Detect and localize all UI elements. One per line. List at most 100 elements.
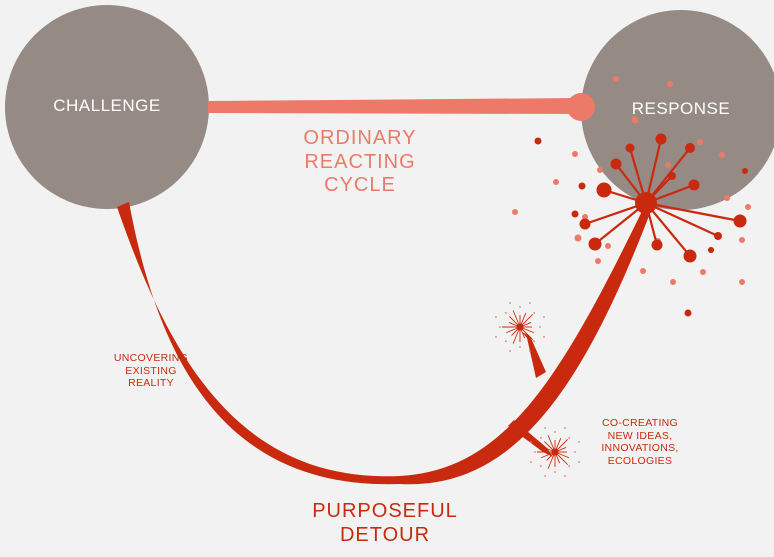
small-idea-burst-upper: [495, 302, 545, 352]
purposeful-detour-line: PURPOSEFUL: [312, 500, 458, 522]
red-dot: [571, 210, 579, 218]
burst-core: [551, 448, 559, 456]
salmon-dot: [724, 195, 730, 201]
ordinary-cycle-line: ORDINARY: [303, 127, 417, 149]
ordinary-cycle-label: ORDINARY REACTING CYCLE: [280, 127, 440, 198]
purposeful-detour-line: DETOUR: [339, 523, 431, 546]
burst-speck: [544, 427, 546, 429]
connector-knob: [567, 93, 595, 121]
burst-core: [516, 323, 524, 331]
salmon-dot: [553, 179, 559, 185]
burst-ray: [645, 201, 741, 223]
uncovering-label: UNCOVERING EXISTING REALITY: [96, 352, 206, 390]
red-dot: [578, 182, 586, 190]
red-dot: [684, 309, 692, 317]
uncovering-line: EXISTING: [125, 364, 177, 377]
co-creating-line: INNOVATIONS,: [601, 442, 679, 455]
burst-speck: [543, 316, 545, 318]
salmon-dot: [613, 76, 619, 82]
salmon-dot: [631, 116, 639, 124]
salmon-dot: [572, 151, 578, 157]
burst-tip: [668, 172, 676, 180]
burst-speck: [509, 302, 511, 304]
salmon-dot: [574, 234, 582, 242]
burst-speck: [564, 475, 566, 477]
co-creating-line: CO-CREATING: [601, 417, 679, 429]
red-dot-cluster: [534, 137, 748, 317]
salmon-dot: [670, 279, 676, 285]
co-creating-label: CO-CREATING NEW IDEAS, INNOVATIONS, ECOL…: [585, 417, 695, 467]
burst-branch-upper: [522, 332, 546, 378]
burst-speck: [574, 451, 576, 453]
ordinary-cycle-connector: [208, 98, 578, 114]
salmon-dot: [667, 81, 673, 87]
salmon-dot: [597, 167, 603, 173]
salmon-dot: [719, 152, 725, 158]
burst-speck: [499, 326, 501, 328]
burst-speck: [578, 441, 580, 443]
salmon-dot: [640, 268, 646, 274]
burst-speck: [529, 350, 531, 352]
ordinary-cycle-line: CYCLE: [324, 174, 396, 197]
main-idea-burst: [579, 133, 747, 263]
salmon-dot: [512, 209, 518, 215]
uncovering-line: UNCOVERING: [113, 352, 189, 364]
burst-speck: [534, 451, 536, 453]
burst-speck: [554, 431, 556, 433]
burst-tip: [685, 143, 695, 153]
burst-speck: [519, 306, 521, 308]
salmon-dot: [605, 243, 611, 249]
salmon-dot: [595, 258, 601, 264]
purposeful-detour-curve: [117, 202, 652, 485]
salmon-dot: [697, 139, 703, 145]
burst-speck: [554, 471, 556, 473]
red-dot: [742, 168, 748, 174]
salmon-dot: [665, 162, 671, 168]
purposeful-detour-label: PURPOSEFUL DETOUR: [305, 500, 465, 547]
salmon-dot: [739, 279, 745, 285]
burst-speck: [543, 336, 545, 338]
burst-speck: [544, 475, 546, 477]
response-label: RESPONSE: [631, 99, 731, 118]
uncovering-line: REALITY: [128, 377, 174, 390]
burst-core: [635, 192, 657, 214]
salmon-dot-cluster: [512, 76, 751, 285]
burst-speck: [564, 427, 566, 429]
burst-tip: [655, 133, 667, 145]
burst-speck: [530, 461, 532, 463]
red-dot: [708, 247, 714, 253]
burst-speck: [495, 316, 497, 318]
burst-tip: [588, 237, 602, 251]
burst-tip: [714, 232, 722, 240]
burst-tip: [610, 158, 622, 170]
burst-speck: [519, 346, 521, 348]
burst-speck: [539, 326, 541, 328]
salmon-dot: [745, 204, 751, 210]
burst-tip: [579, 218, 591, 230]
small-idea-burst-lower: [530, 427, 580, 477]
burst-tip: [733, 214, 747, 228]
burst-branch-lower: [508, 420, 553, 457]
burst-speck: [539, 436, 542, 439]
burst-speck: [504, 340, 507, 343]
salmon-dot: [739, 237, 745, 243]
burst-speck: [533, 311, 536, 314]
co-creating-line: NEW IDEAS,: [607, 429, 673, 442]
red-dot: [534, 137, 542, 145]
burst-speck: [509, 350, 511, 352]
burst-speck: [539, 465, 542, 468]
salmon-dot: [582, 214, 588, 220]
burst-speck: [529, 302, 531, 304]
burst-speck: [533, 340, 536, 343]
burst-speck: [578, 461, 580, 463]
ordinary-cycle-line: REACTING: [304, 150, 416, 173]
burst-speck: [568, 436, 571, 439]
burst-ray: [645, 202, 691, 257]
burst-tip: [625, 143, 635, 153]
burst-ray: [645, 202, 719, 237]
salmon-dot: [700, 269, 706, 275]
challenge-circle: [5, 5, 209, 209]
burst-tip: [596, 182, 612, 198]
co-creating-line: ECOLOGIES: [607, 454, 673, 467]
